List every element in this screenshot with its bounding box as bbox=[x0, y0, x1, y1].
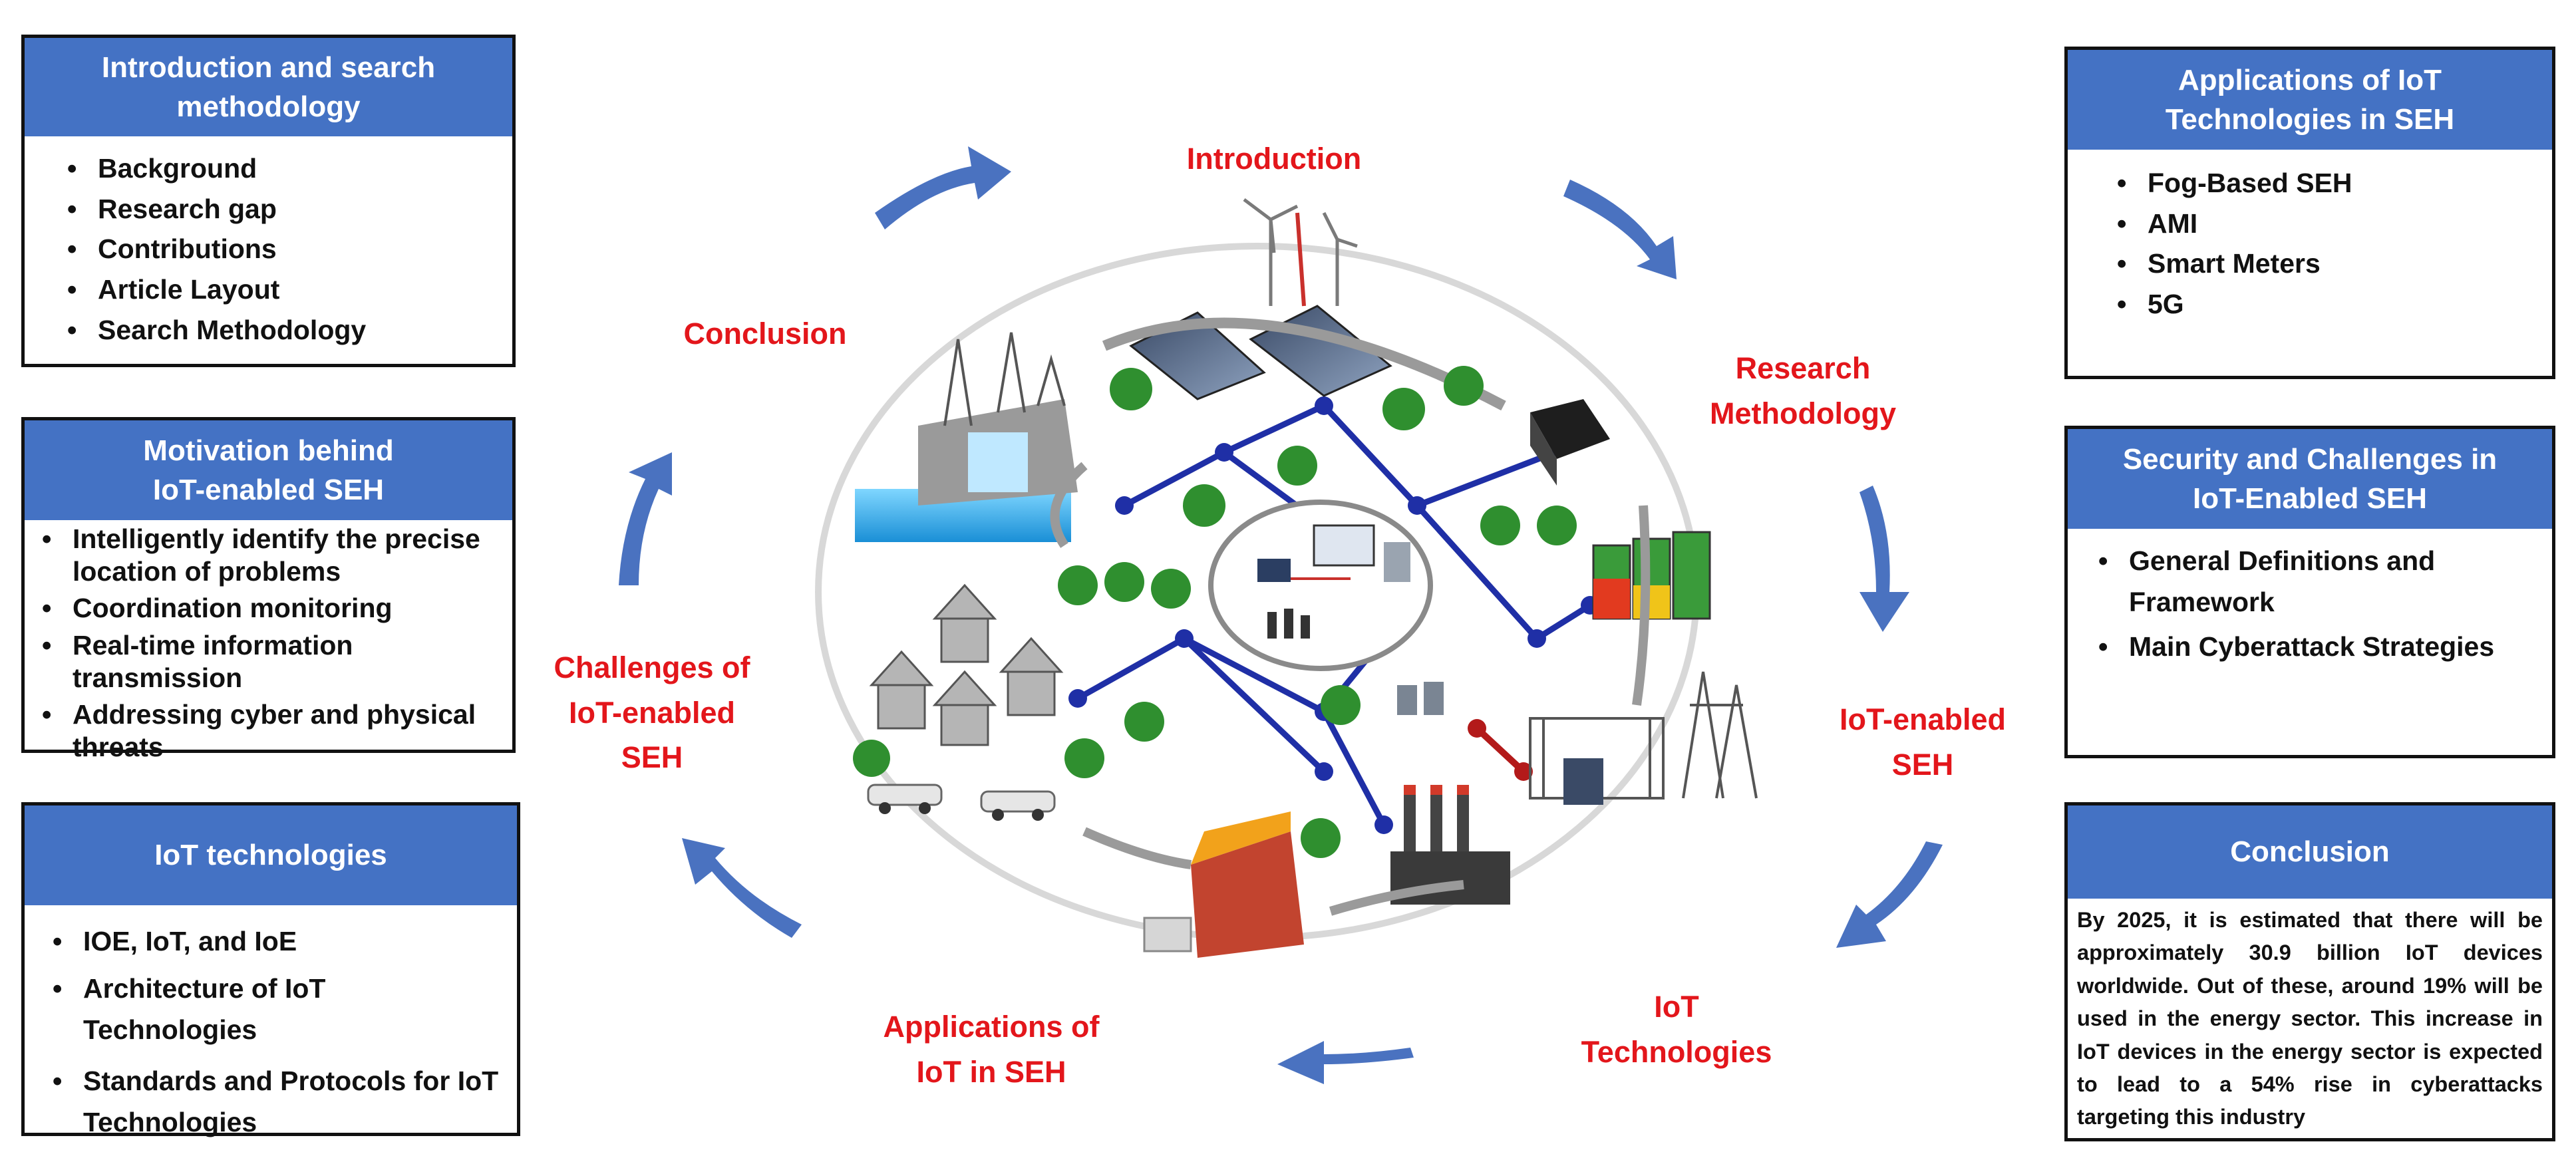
arrow-right bbox=[1859, 486, 1909, 632]
stage-applications-of-iot: Applications of IoT in SEH bbox=[883, 1010, 1100, 1089]
box-title: Motivation behind IoT-enabled SEH bbox=[25, 420, 512, 520]
bullet-list: General Definitions and Framework Main C… bbox=[2068, 529, 2552, 674]
list-item: IOE, IoT, and IoE bbox=[53, 925, 504, 958]
cables bbox=[1050, 462, 1651, 916]
wind-turbine-icon bbox=[1243, 198, 1358, 307]
box-security-challenges: Security and Challenges in IoT-Enabled S… bbox=[2064, 426, 2555, 758]
list-item: Research gap bbox=[67, 189, 499, 229]
house-icon bbox=[869, 583, 1064, 746]
box-title: Security and Challenges in IoT-Enabled S… bbox=[2068, 429, 2552, 529]
list-item: Article Layout bbox=[67, 269, 499, 310]
hydro-dam-icon bbox=[855, 332, 1078, 542]
list-item: Smart Meters bbox=[2117, 243, 2539, 284]
box-title: IoT technologies bbox=[25, 805, 517, 905]
list-item: Intelligently identify the precise locat… bbox=[42, 523, 499, 588]
list-item: Search Methodology bbox=[67, 310, 499, 351]
control-center-icon bbox=[1208, 500, 1433, 671]
bullet-list: Fog-Based SEH AMI Smart Meters 5G bbox=[2068, 150, 2552, 331]
list-item: Standards and Protocols for IoT Technolo… bbox=[53, 1061, 504, 1143]
box-conclusion: Conclusion By 2025, it is estimated that… bbox=[2064, 802, 2555, 1141]
box-title: Applications of IoT Technologies in SEH bbox=[2068, 50, 2552, 150]
arrow-lower-right bbox=[1836, 841, 1943, 948]
arrow-left bbox=[619, 452, 672, 585]
power-plant-icon bbox=[1143, 811, 1304, 958]
cable-top bbox=[1102, 317, 1506, 411]
list-item: Real-time information transmission bbox=[42, 629, 499, 694]
stage-conclusion: Conclusion bbox=[683, 317, 847, 351]
bullet-list: IOE, IoT, and IoE Architecture of IoT Te… bbox=[25, 919, 517, 1149]
bullet-list: Background Research gap Contributions Ar… bbox=[25, 136, 512, 357]
car-icon bbox=[867, 784, 1056, 821]
box-title: Introduction and search methodology bbox=[25, 38, 512, 136]
stage-research-methodology: Research Methodology bbox=[1710, 351, 1896, 430]
stage-iot-technologies: IoT Technologies bbox=[1581, 990, 1772, 1069]
list-item: Background bbox=[67, 148, 499, 189]
list-item: General Definitions and Framework bbox=[2098, 541, 2539, 623]
list-item: Coordination monitoring bbox=[42, 592, 499, 625]
arrow-bottom bbox=[1277, 1041, 1414, 1084]
stage-introduction: Introduction bbox=[1186, 142, 1362, 176]
conclusion-text: By 2025, it is estimated that there will… bbox=[2077, 908, 2543, 1129]
list-item: Main Cyberattack Strategies bbox=[2098, 627, 2539, 668]
list-item: AMI bbox=[2117, 204, 2539, 244]
stage-iot-enabled-seh: IoT-enabled SEH bbox=[1839, 702, 2007, 782]
bullet-list: Intelligently identify the precise locat… bbox=[25, 520, 512, 770]
arrow-top-right bbox=[1563, 180, 1677, 279]
list-item: Contributions bbox=[67, 229, 499, 269]
cycle-arrows bbox=[619, 146, 1943, 1084]
list-item: 5G bbox=[2117, 284, 2539, 325]
stage-challenges: Challenges of IoT-enabled SEH bbox=[554, 651, 750, 774]
red-link bbox=[1468, 719, 1533, 781]
arrow-lower-left bbox=[682, 838, 802, 938]
list-item: Architecture of IoT Technologies bbox=[53, 968, 504, 1050]
box-introduction-search-methodology: Introduction and search methodology Back… bbox=[21, 35, 516, 367]
box-iot-technologies: IoT technologies IOE, IoT, and IoE Archi… bbox=[21, 802, 520, 1137]
transformer-small-icon bbox=[1397, 682, 1444, 715]
server-icon bbox=[1530, 399, 1610, 486]
box-applications-iot: Applications of IoT Technologies in SEH … bbox=[2064, 47, 2555, 379]
box-motivation: Motivation behind IoT-enabled SEH Intell… bbox=[21, 417, 516, 762]
transmission-tower-icon bbox=[1529, 671, 1758, 800]
tree-icon bbox=[853, 366, 1577, 858]
transformer-icon bbox=[1563, 758, 1603, 805]
list-item: Fog-Based SEH bbox=[2117, 163, 2539, 204]
arrow-top-left bbox=[875, 146, 1011, 229]
box-title: Conclusion bbox=[2068, 805, 2552, 899]
battery-icon bbox=[1592, 531, 1711, 620]
list-item: Addressing cyber and physical threats bbox=[42, 698, 499, 764]
